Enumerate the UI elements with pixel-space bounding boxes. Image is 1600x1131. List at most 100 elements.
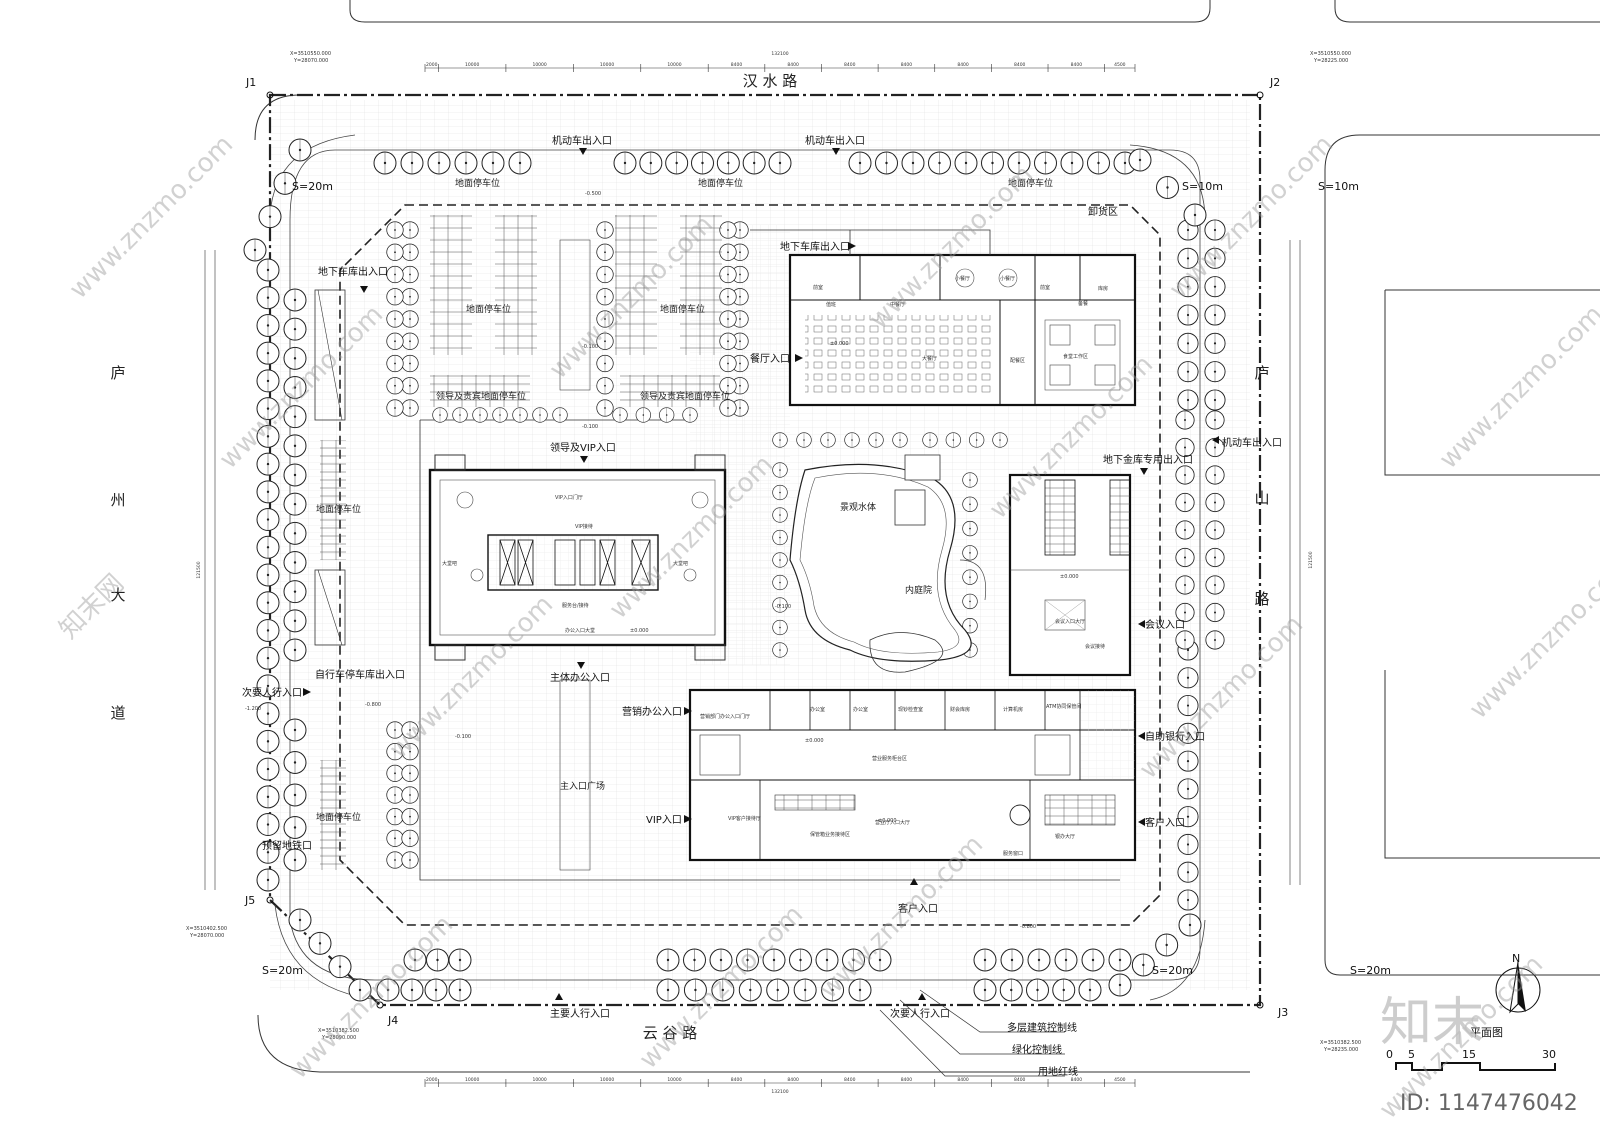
tree bbox=[552, 407, 568, 423]
svg-text:S=20m: S=20m bbox=[262, 964, 303, 977]
tree bbox=[1177, 833, 1199, 855]
svg-text:办公室: 办公室 bbox=[810, 706, 825, 713]
svg-text:VIP客户接待厅: VIP客户接待厅 bbox=[728, 815, 761, 822]
tree bbox=[256, 729, 280, 753]
tree bbox=[682, 407, 698, 423]
tree bbox=[789, 948, 812, 972]
tree bbox=[401, 851, 419, 869]
tree bbox=[1027, 948, 1051, 972]
tree bbox=[401, 829, 419, 847]
tree bbox=[424, 978, 448, 1002]
tree bbox=[596, 399, 614, 417]
tree bbox=[719, 243, 737, 261]
dimension-label: 2000 bbox=[426, 1077, 438, 1083]
svg-text:-0.100: -0.100 bbox=[455, 734, 471, 740]
svg-text:营销部门办公入口门厅: 营销部门办公入口门厅 bbox=[700, 713, 750, 720]
dimension-label: 8400 bbox=[957, 62, 969, 68]
tree bbox=[772, 529, 788, 546]
tree bbox=[283, 638, 307, 662]
tree bbox=[719, 354, 737, 373]
dimension-label: 8400 bbox=[787, 1077, 799, 1083]
tree bbox=[1081, 948, 1105, 972]
svg-text:路: 路 bbox=[1254, 590, 1269, 608]
tree bbox=[308, 931, 332, 955]
tree bbox=[401, 354, 419, 373]
tree bbox=[283, 492, 307, 516]
entrance-restaurant: 餐厅入口 bbox=[750, 352, 790, 365]
office-tower bbox=[428, 454, 727, 661]
tree bbox=[772, 574, 788, 591]
entrance-marketing: 营销办公入口 bbox=[622, 705, 682, 718]
tree bbox=[386, 377, 404, 395]
tree bbox=[401, 786, 419, 804]
svg-text:X=3510550.000: X=3510550.000 bbox=[1310, 51, 1351, 57]
svg-text:知末网: 知末网 bbox=[54, 569, 130, 645]
tree bbox=[448, 948, 472, 972]
entrance-bike-garage: 自行车停车库出入口 bbox=[315, 668, 405, 681]
tree bbox=[1204, 389, 1226, 411]
svg-text:www.znzmo.com: www.znzmo.com bbox=[1434, 300, 1600, 475]
tree bbox=[258, 205, 282, 229]
tree bbox=[1177, 332, 1199, 354]
tree bbox=[1128, 148, 1152, 172]
svg-text:S=10m: S=10m bbox=[1182, 180, 1223, 193]
svg-text:备餐: 备餐 bbox=[1078, 300, 1088, 307]
tree bbox=[386, 786, 404, 804]
corner-j3: J3 bbox=[1277, 1006, 1288, 1019]
svg-text:保管箱业务接待区: 保管箱业务接待区 bbox=[810, 831, 850, 838]
svg-text:VIP接待: VIP接待 bbox=[575, 523, 593, 530]
tree bbox=[945, 432, 961, 448]
tree bbox=[256, 313, 280, 337]
svg-text:庐: 庐 bbox=[1254, 364, 1269, 382]
entrance-vehicle-north-2: 机动车出入口 bbox=[805, 134, 865, 147]
tree bbox=[1078, 978, 1102, 1002]
entrance-garage-north: 地下车库出入口 bbox=[780, 240, 850, 253]
tree bbox=[1175, 410, 1195, 430]
tree bbox=[820, 432, 836, 448]
svg-text:配餐区: 配餐区 bbox=[1010, 357, 1025, 364]
svg-text:内庭院: 内庭院 bbox=[905, 584, 932, 596]
tree bbox=[892, 432, 908, 448]
svg-text:计算机房: 计算机房 bbox=[1003, 706, 1023, 713]
tree bbox=[719, 288, 737, 306]
tree bbox=[772, 507, 788, 523]
id-watermark: ID: 1147476042 bbox=[1400, 1091, 1578, 1116]
svg-text:财会库房: 财会库房 bbox=[950, 706, 970, 713]
tree bbox=[922, 432, 938, 448]
tree bbox=[1175, 520, 1195, 540]
north-arrow: N bbox=[1495, 952, 1541, 1014]
tree bbox=[1205, 602, 1225, 623]
svg-text:地面停车位: 地面停车位 bbox=[466, 303, 511, 315]
tree bbox=[401, 288, 419, 306]
tree bbox=[283, 463, 307, 487]
tree bbox=[962, 520, 978, 537]
entrance-self-bank: 自助银行入口 bbox=[1145, 730, 1205, 743]
svg-text:营业厅入口大厅: 营业厅入口大厅 bbox=[875, 819, 910, 826]
corner-j4: J4 bbox=[387, 1014, 398, 1027]
svg-text:±0.000: ±0.000 bbox=[630, 628, 649, 634]
tree bbox=[844, 432, 860, 448]
tree bbox=[719, 221, 737, 239]
tree bbox=[386, 354, 404, 373]
svg-text:服务窗口: 服务窗口 bbox=[1003, 850, 1023, 857]
tree bbox=[427, 151, 451, 175]
brand-watermark: 知末 bbox=[1380, 993, 1484, 1053]
tree bbox=[596, 243, 614, 261]
entrance-secondary-ped-south: 次要人行入口 bbox=[890, 1007, 950, 1020]
svg-text:-0.800: -0.800 bbox=[1020, 924, 1036, 930]
svg-text:食堂工作区: 食堂工作区 bbox=[1063, 353, 1088, 360]
tree bbox=[962, 569, 978, 585]
svg-text:±0.000: ±0.000 bbox=[805, 738, 824, 744]
tree bbox=[1177, 361, 1199, 383]
svg-text:道: 道 bbox=[110, 704, 125, 722]
tree bbox=[401, 221, 419, 239]
tree bbox=[256, 618, 280, 642]
dimension-label: 8400 bbox=[1071, 62, 1083, 68]
svg-text:ATM协同保管间: ATM协同保管间 bbox=[1046, 703, 1081, 710]
svg-text:±0.000: ±0.000 bbox=[1060, 574, 1079, 580]
tree bbox=[656, 948, 680, 972]
tree bbox=[639, 151, 663, 175]
svg-text:-0.800: -0.800 bbox=[365, 702, 381, 708]
tree bbox=[401, 399, 419, 417]
